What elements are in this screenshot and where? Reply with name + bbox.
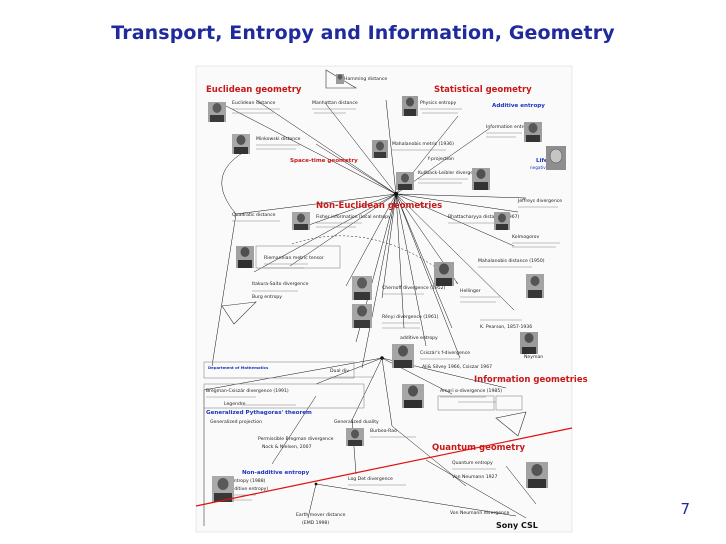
portrait-tsallis <box>212 476 234 502</box>
node-mahalanobis: Mahalanobis metric (1936) <box>392 141 454 147</box>
node-itakura-saito: Itakura-Saito divergence <box>252 281 309 287</box>
formula-boxes <box>203 245 523 411</box>
node-kolmogorov: Kolmogorov <box>512 234 539 240</box>
dept-math-label: Department of Mathematics <box>208 365 269 370</box>
statistical-geometry-label: Statistical geometry <box>434 85 532 95</box>
page-number: 7 <box>680 500 690 518</box>
portraits <box>208 74 566 502</box>
node-logdet: Log Det divergence <box>348 476 393 482</box>
node-mahalanobis-1950: Mahalanobis distance (1950) <box>478 258 545 264</box>
node-ali-silvey: Ali& Silvey 1966, Csiszar 1967 <box>422 364 492 370</box>
node-permissible-bregman: Permissible Bregman divergence <box>258 436 334 442</box>
portrait-life <box>546 146 566 170</box>
amari-box-2 <box>495 395 523 411</box>
node-minkowski: Minkowski distance <box>256 136 301 142</box>
diagram-arrow-hubs <box>314 191 399 486</box>
node-bregman: Bregman-Csiszár divergence (1991) <box>206 387 289 394</box>
node-physics-entropy: Physics entropy <box>420 100 457 106</box>
node-quadratic: Quadratic distance <box>232 212 276 218</box>
space-time-geometry-label: Space-time geometry <box>290 158 358 164</box>
node-additive-entropy: additive entropy <box>400 335 438 341</box>
life-label: Life <box>536 158 548 164</box>
portrait-boltzmann <box>402 96 418 116</box>
portrait-mahalanobis <box>372 140 388 158</box>
portrait-renyi <box>352 304 372 328</box>
node-generalized-duality: Generalized duality <box>334 419 379 425</box>
euclidean-geometry-label: Euclidean geometry <box>206 85 302 95</box>
node-hamming: Hamming distance <box>344 76 387 82</box>
riemann-triangle <box>221 301 257 325</box>
node-manhattan: Manhattan distance <box>312 100 358 106</box>
node-tsallis: Tsallis entropy (1988) <box>215 478 266 484</box>
portrait-leibler <box>472 168 490 190</box>
node-quantum-entropy: Quantum entropy <box>452 460 493 466</box>
generalized-pythagoras-label: Generalized Pythagoras' theorem <box>206 410 312 416</box>
node-von-neumann-divergence: Von Neumann divergence <box>450 510 509 516</box>
node-jeffreys: Jeffreys divergence <box>517 198 562 204</box>
node-renyi: Rényi divergence (1961) <box>382 313 439 320</box>
node-burbea-rao: Burbea-Rao <box>370 428 397 434</box>
portrait-burbea <box>346 428 364 446</box>
non-euclidean-geometries-label: Non-Euclidean geometries <box>316 201 442 211</box>
node-euclidean-distance: Euclidean distance <box>232 100 275 106</box>
university-box <box>203 361 355 379</box>
information-geometries-label: Information geometries <box>474 375 588 385</box>
portrait-kullback <box>396 172 414 190</box>
portrait-csiszar <box>392 344 414 368</box>
portrait-hellinger <box>434 262 454 286</box>
node-von-neumann-1927: Von Neumann 1927 <box>452 474 497 480</box>
node-burg: Burg entropy <box>252 294 282 300</box>
non-additive-entropy-label: Non-additive entropy <box>242 470 310 476</box>
portrait-pythagoras <box>208 102 226 122</box>
slide-title: Transport, Entropy and Information, Geom… <box>111 22 615 44</box>
node-pearson: K. Pearson, 1857-1936 <box>480 324 532 330</box>
portrait-hamming <box>336 74 344 84</box>
portrait-minkowski <box>232 134 250 154</box>
sony-csl-logo: Sony CSL <box>496 521 538 530</box>
node-neyman: Neyman <box>524 354 543 360</box>
node-emd-year: (EMD 1998) <box>302 520 329 526</box>
node-chernoff: Chernoff divergence (1952) <box>382 285 446 291</box>
node-amari: Amari α-divergence (1985) <box>440 388 502 394</box>
portrait-bhattacharyya <box>494 212 510 230</box>
portrait-riemann <box>236 246 254 268</box>
node-earth-mover: Earth mover distance <box>296 512 346 518</box>
portrait-von-neumann <box>526 462 548 488</box>
additive-entropy-label: Additive entropy <box>492 103 545 109</box>
node-fisher: Fisher information (local entropy) <box>316 214 393 220</box>
bregman-box <box>203 383 365 409</box>
amari-triangle <box>495 411 527 437</box>
amari-box-1 <box>437 395 495 411</box>
portrait-amari <box>402 384 424 408</box>
diagram-arrows <box>203 99 537 526</box>
node-hellinger: Hellinger <box>460 288 481 294</box>
riemannian-box <box>255 245 341 269</box>
node-riemannian: Riemannian metric tensor <box>264 255 324 261</box>
portrait-shannon <box>524 122 542 142</box>
node-information-entropy: Information entropy <box>486 124 532 130</box>
node-bhattacharyya: Bhattacharyya distance (1967) <box>448 214 520 220</box>
node-dual-divergence: Dual div <box>330 368 349 374</box>
node-csiszar: Csiszár's f-divergence <box>420 349 470 356</box>
information-geometry-diagram: Euclidean geometry Statistical geometry … <box>195 65 588 533</box>
node-legendre: Legendre <box>224 401 246 407</box>
node-generalized-projection: Generalized projection <box>210 419 262 425</box>
node-nock-nielsen: Nock & Nielsen, 2007 <box>262 444 312 450</box>
transport-line <box>195 427 573 507</box>
quantum-geometry-label: Quantum geometry <box>432 443 526 453</box>
portrait-fisher <box>292 212 310 230</box>
node-nonadditive-entropy: (Non-additive entropy) <box>216 486 268 492</box>
portrait-neyman <box>520 332 538 354</box>
portrait-chernoff <box>352 276 372 300</box>
node-f-projection: f-projection <box>428 156 454 162</box>
node-kl: Kullback-Leibler divergence <box>418 170 481 176</box>
portrait-kolmogorov <box>526 274 544 298</box>
